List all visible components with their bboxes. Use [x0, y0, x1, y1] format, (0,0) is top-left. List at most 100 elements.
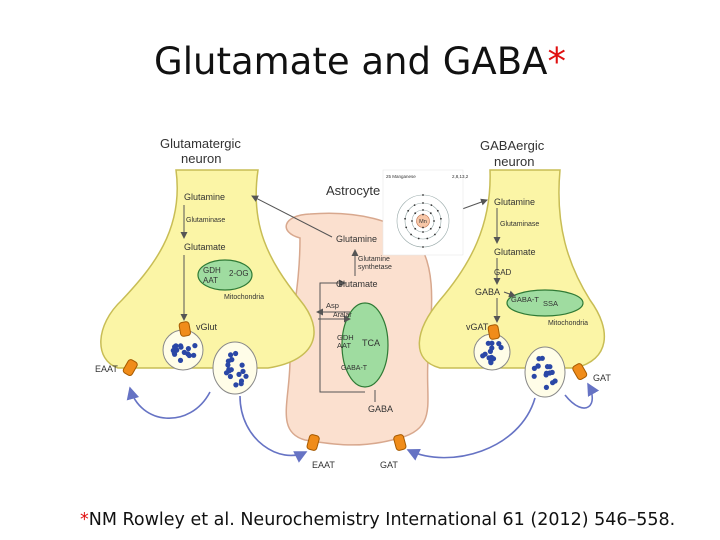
electron-dot	[430, 204, 433, 207]
electron-dot	[422, 246, 424, 248]
vesicle-dot	[544, 364, 551, 370]
astro-gat-transporter	[393, 434, 407, 451]
vesicle-dot	[531, 373, 537, 379]
vesicle-dot	[233, 350, 239, 357]
gaba-mitochondria-label: Mitochondria	[548, 320, 588, 327]
vesicle-dot	[531, 365, 538, 371]
vesicle-dot	[239, 362, 245, 368]
astro-to-glut-glutamine-arrow	[251, 195, 333, 238]
vesicle-dot	[498, 344, 504, 351]
vesicle-dot	[496, 341, 502, 347]
vesicle-dot	[225, 358, 231, 364]
vesicle-dot	[185, 346, 191, 352]
inset-caption-right: 2,8,13,2	[452, 174, 469, 179]
astro-gaba-label: GABA	[368, 404, 393, 414]
vesicle-dot	[488, 360, 494, 366]
electron-dot	[411, 220, 413, 222]
vesicle-dot	[172, 344, 178, 350]
vesicle-dot	[243, 373, 249, 379]
vesicle-dot	[181, 349, 187, 355]
glut-mitochondria-label: Mitochondria	[224, 294, 264, 301]
vesicle-dot	[486, 355, 492, 361]
vesicle-dot	[172, 351, 178, 357]
astrocyte-title: Astrocyte	[326, 183, 380, 198]
glut-neuron-title-1: Glutamatergic	[160, 136, 241, 151]
electron-dot	[426, 237, 429, 240]
vesicle-dot	[550, 380, 556, 386]
vesicle-dot	[186, 352, 192, 359]
vesicle-dot	[228, 367, 234, 373]
electron-dot	[422, 226, 424, 229]
gaba-gat-label: GAT	[593, 373, 611, 383]
aralar-label: Aralar	[333, 312, 352, 319]
vesicle-dot	[227, 373, 233, 380]
astro-gat-label: GAT	[380, 460, 398, 470]
electron-dot	[413, 204, 416, 207]
electron-dot	[436, 209, 439, 212]
vesicle-dots	[170, 340, 558, 390]
gaba-release-to-astro-gat-arrow	[406, 397, 536, 461]
vesicle-dot	[225, 362, 231, 368]
inset-symbol: Mn	[419, 219, 427, 225]
gaba-release-to-gat-arrow	[564, 382, 600, 409]
title-asterisk: *	[547, 40, 566, 83]
electron-dot	[414, 227, 417, 230]
glut-gdh-label: GDH	[203, 266, 221, 275]
astro-gs-label-2: synthetase	[358, 264, 392, 271]
gad-label: GAD	[494, 268, 512, 277]
glut-mitochondrion	[197, 259, 253, 291]
vesicle-dot	[233, 382, 239, 388]
vesicle-dot	[228, 352, 234, 358]
astro-aat-label: AAT	[337, 341, 351, 350]
vesicle-dot	[192, 343, 198, 349]
astro-gaba-to-glutamate-arrow	[319, 283, 376, 402]
tca-label: TCA	[362, 338, 380, 348]
title-text: Glutamate and GABA	[154, 40, 548, 83]
gaba-neuron-title-1: GABAergic	[480, 138, 545, 153]
electron-dot	[422, 209, 424, 211]
astro-eaat-label: EAAT	[312, 460, 335, 470]
citation: *NM Rowley et al. Neurochemistry Interna…	[80, 510, 675, 530]
gaba-glutaminase-label: Glutaminase	[500, 221, 539, 228]
vesicle-dot	[238, 378, 245, 384]
vesicle-dot	[191, 352, 197, 358]
astro-eaat-transporter	[306, 434, 320, 451]
vesicle-dot	[490, 356, 497, 362]
vesicle-dot	[178, 343, 184, 349]
vesicle-dot	[240, 368, 246, 374]
glut-2og-label: 2-OG	[229, 269, 249, 278]
astro-gs-label-1: Glutamine	[358, 256, 390, 263]
gaba-glutamate-label: Glutamate	[494, 247, 536, 257]
ssa-label: SSA	[543, 299, 558, 308]
electron-dot	[433, 220, 435, 222]
glut-recycled-vesicle-sac	[212, 341, 258, 395]
vglut-transporter	[178, 321, 191, 337]
vesicle-dot	[543, 384, 550, 390]
vesicle-dot	[536, 356, 542, 362]
electron-dot	[422, 231, 424, 233]
electron-dot	[422, 194, 424, 196]
glut-glutamate-label: Glutamate	[184, 242, 226, 252]
vesicle-dot	[485, 340, 491, 346]
recycling-arrows	[126, 382, 600, 463]
glut-glutamine-label: Glutamine	[184, 192, 225, 202]
glut-glutaminase-label: Glutaminase	[186, 217, 225, 224]
gaba-neuron-title-2: neuron	[494, 154, 534, 169]
astro-glutamine-label: Glutamine	[336, 234, 377, 244]
gabaergic-neuron-body	[418, 169, 606, 369]
glut-release-to-eaat-arrow	[126, 386, 211, 419]
vgat-label: vGAT	[466, 322, 489, 332]
glut-release-to-astro-eaat-arrow	[239, 395, 308, 463]
electron-dot	[429, 212, 432, 215]
gaba-glutamine-label: Glutamine	[494, 197, 535, 207]
vesicle-dot	[482, 351, 488, 357]
inset-caption-left: 25 Manganese	[386, 174, 416, 179]
electron-dot	[407, 209, 410, 212]
electron-dot	[404, 217, 406, 220]
vesicle-dot	[223, 370, 230, 376]
astro-glutamate-label: Glutamate	[336, 279, 378, 289]
electron-dot	[417, 237, 420, 240]
electron-dot	[405, 226, 408, 229]
citation-text: NM Rowley et al. Neurochemistry Internat…	[88, 510, 676, 530]
gaba-to-mito-arrow	[503, 290, 516, 298]
